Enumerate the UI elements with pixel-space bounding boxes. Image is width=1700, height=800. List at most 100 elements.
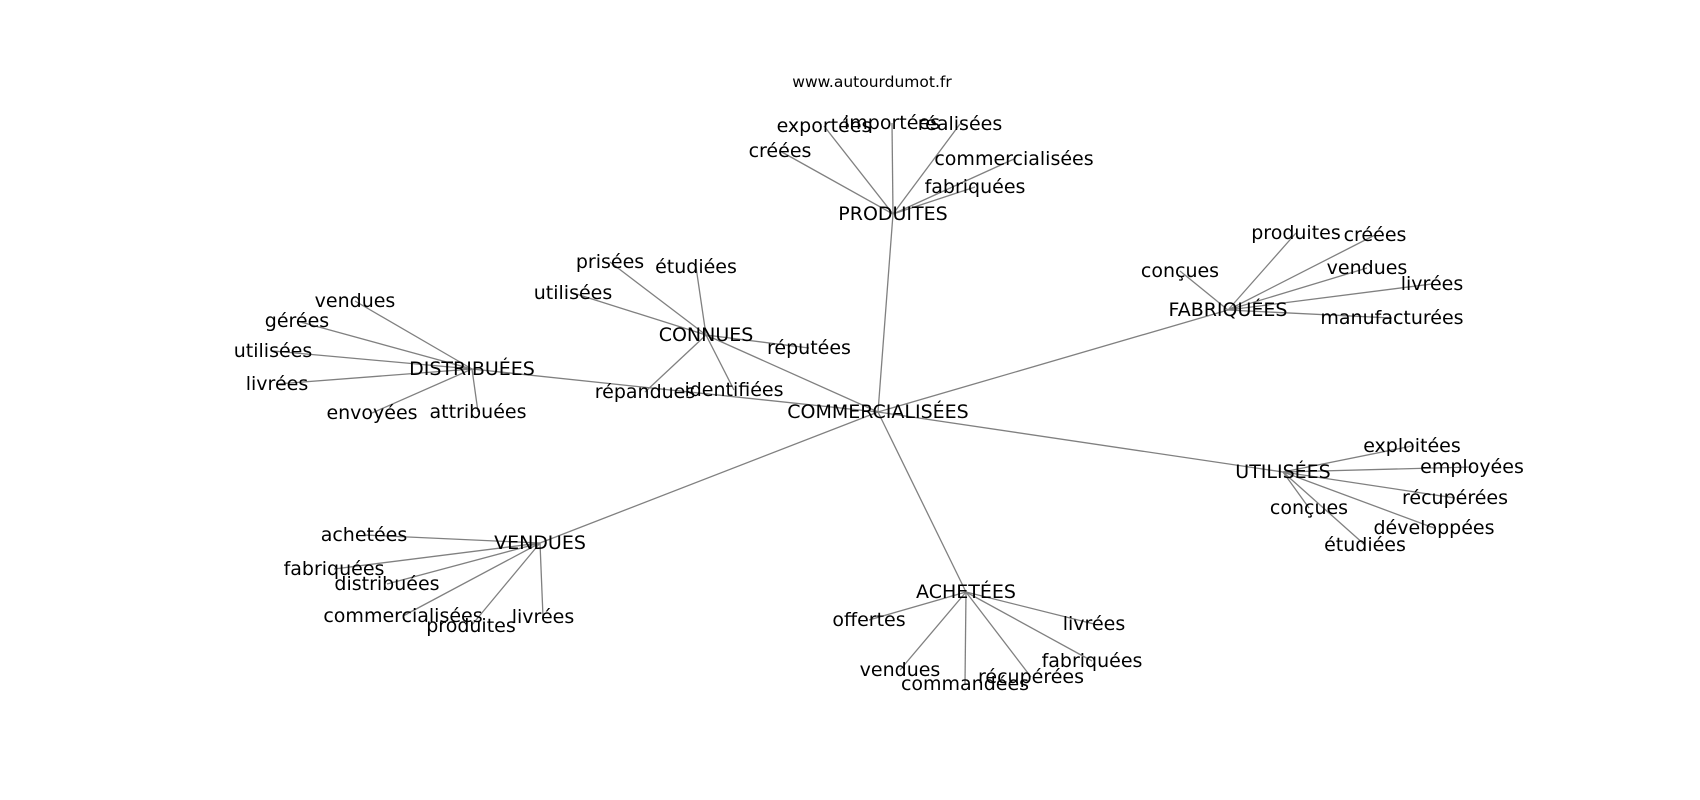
leaf-node-fabriquees-produites: produites xyxy=(1251,222,1341,244)
leaf-node-achetees-offertes: offertes xyxy=(832,609,905,631)
edge-connues-to-repandues xyxy=(644,334,707,393)
edge-distribuees-to-vendues xyxy=(354,300,473,370)
edge-achetees-to-vendues xyxy=(899,591,967,671)
edge-center-to-utilisees xyxy=(877,411,1284,473)
edge-vendues-to-fabriquees xyxy=(333,542,541,570)
hub-node-connues: CONNUES xyxy=(659,324,754,346)
hub-node-achetees: ACHETÉES xyxy=(916,580,1016,603)
leaf-node-distribuees-vendues: vendues xyxy=(315,290,396,312)
leaf-node-fabriquees-manufacturees: manufacturées xyxy=(1320,307,1463,329)
edge-center-to-fabriquees xyxy=(877,309,1229,413)
edge-distribuees-to-attribuees xyxy=(471,368,479,413)
leaf-node-distribuees-envoyees: envoyées xyxy=(326,402,417,424)
edge-vendues-to-produites xyxy=(470,542,541,627)
labels-layer: www.autourdumot.fr COMMERCIALISÉES PRODUI… xyxy=(234,73,1524,695)
edge-vendues-to-livrees xyxy=(539,542,544,618)
leaf-node-fabriquees-creees: créées xyxy=(1344,224,1407,246)
leaf-node-fabriquees-concues: conçues xyxy=(1141,260,1219,282)
leaf-node-vendues-achetees: achetées xyxy=(321,524,408,546)
edge-connues-to-prisees xyxy=(609,261,707,336)
leaf-node-produites-exportees: exportées xyxy=(777,115,872,137)
leaf-node-connues-repandues: répandues xyxy=(595,381,696,403)
leaf-node-achetees-fabriquees: fabriquées xyxy=(1042,650,1143,672)
leaf-node-vendues-distribuees: distribuées xyxy=(334,573,439,595)
leaf-node-utilisees-developpees: développées xyxy=(1374,517,1495,539)
edge-achetees-to-commandees xyxy=(964,591,967,685)
edge-utilisees-to-concues xyxy=(1282,471,1310,509)
hub-node-fabriquees: FABRIQUÉES xyxy=(1169,298,1288,321)
edge-produites-to-exportees xyxy=(823,125,894,215)
edge-vendues-to-commercialisees xyxy=(402,542,541,617)
edge-utilisees-to-exploitees xyxy=(1282,445,1413,473)
leaf-node-achetees-livrees: livrées xyxy=(1063,613,1125,635)
leaf-node-vendues-fabriquees: fabriquées xyxy=(284,558,385,580)
edge-center-to-connues xyxy=(705,334,879,413)
edge-distribuees-to-utilisees xyxy=(272,350,473,370)
leaf-node-connues-etudiees: étudiées xyxy=(655,256,737,278)
leaf-node-produites-realisees: réalisées xyxy=(918,113,1002,135)
leaf-node-utilisees-etudiees: étudiées xyxy=(1324,534,1406,556)
edge-fabriquees-to-manufacturees xyxy=(1227,309,1393,319)
edge-connues-to-utilisees xyxy=(572,292,707,336)
edge-center-to-vendues xyxy=(539,411,879,544)
leaf-node-produites-importees: importées xyxy=(844,112,940,134)
hub-node-produites: PRODUITES xyxy=(838,203,947,225)
edge-distribuees-to-livrees xyxy=(276,368,473,385)
hub-node-utilisees: UTILISÉES xyxy=(1235,460,1330,483)
center-node-label: COMMERCIALISÉES xyxy=(787,400,968,423)
leaf-node-vendues-livrees: livrées xyxy=(512,606,574,628)
leaf-node-achetees-recuperees: récupérées xyxy=(978,666,1084,688)
edge-fabriquees-to-creees xyxy=(1227,234,1376,311)
edge-achetees-to-livrees xyxy=(965,591,1095,625)
leaf-node-connues-reputees: réputées xyxy=(767,337,851,359)
leaf-node-fabriquees-vendues: vendues xyxy=(1327,257,1408,279)
edge-vendues-to-achetees xyxy=(363,534,541,544)
edge-achetees-to-recuperees xyxy=(965,591,1032,678)
leaf-node-produites-creees: créées xyxy=(749,140,812,162)
edge-utilisees-to-employees xyxy=(1282,466,1473,473)
hub-node-distribuees: DISTRIBUÉES xyxy=(409,357,535,380)
edge-produites-to-creees xyxy=(779,150,894,215)
edge-achetees-to-offertes xyxy=(868,591,967,621)
leaf-node-connues-utilisees: utilisées xyxy=(534,282,613,304)
edge-distribuees-to-envoyees xyxy=(371,368,473,414)
leaf-node-vendues-commercialisees: commercialisées xyxy=(323,605,482,627)
leaf-node-utilisees-recuperees: récupérées xyxy=(1402,487,1508,509)
leaf-node-utilisees-exploitees: exploitées xyxy=(1363,435,1461,457)
edge-utilisees-to-recuperees xyxy=(1282,471,1456,499)
leaf-node-distribuees-livrees: livrées xyxy=(246,373,308,395)
edge-center-to-produites xyxy=(877,213,894,413)
edge-connues-to-reputees xyxy=(705,334,810,349)
source-label: www.autourdumot.fr xyxy=(792,73,952,91)
edge-achetees-to-fabriquees xyxy=(965,591,1093,662)
leaf-node-produites-fabriquees: fabriquées xyxy=(925,176,1026,198)
edge-utilisees-to-developpees xyxy=(1282,471,1435,529)
edge-center-to-achetees xyxy=(877,411,967,593)
edge-vendues-to-distribuees xyxy=(386,542,541,585)
leaf-node-distribuees-gerees: gérées xyxy=(265,310,329,332)
leaf-node-connues-prisees: prisées xyxy=(576,251,644,273)
edge-produites-to-commercialisees xyxy=(892,158,1015,215)
leaf-node-achetees-commandees: commandées xyxy=(901,673,1029,695)
leaf-node-distribuees-utilisees: utilisées xyxy=(234,340,313,362)
edge-fabriquees-to-livrees xyxy=(1227,283,1433,311)
leaf-node-connues-identifiees: identifiées xyxy=(684,379,783,401)
leaf-node-achetees-vendues: vendues xyxy=(860,659,941,681)
edge-center-to-distribuees xyxy=(471,368,879,413)
edge-produites-to-importees xyxy=(891,122,894,215)
leaf-node-vendues-produites: produites xyxy=(426,615,516,637)
edges-layer xyxy=(272,122,1473,685)
edge-fabriquees-to-concues xyxy=(1179,270,1229,311)
edge-utilisees-to-etudiees xyxy=(1282,471,1366,546)
leaf-node-utilisees-employees: employées xyxy=(1420,456,1524,478)
leaf-node-fabriquees-livrees: livrées xyxy=(1401,273,1463,295)
leaf-node-produites-commercialisees: commercialisées xyxy=(934,148,1093,170)
edge-distribuees-to-gerees xyxy=(296,320,473,370)
edge-produites-to-realisees xyxy=(892,123,961,215)
leaf-node-utilisees-concues: conçues xyxy=(1270,497,1348,519)
hub-node-vendues: VENDUES xyxy=(494,532,586,554)
edge-connues-to-identifiees xyxy=(705,334,735,391)
leaf-node-distribuees-attribuees: attribuées xyxy=(429,401,526,423)
edge-fabriquees-to-vendues xyxy=(1227,267,1368,311)
